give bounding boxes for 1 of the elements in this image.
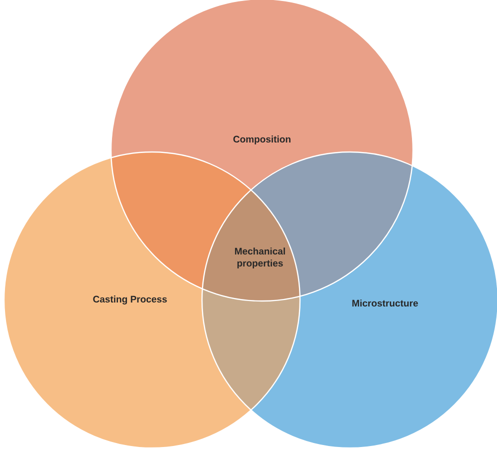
region-label: Mechanical properties xyxy=(235,248,285,268)
